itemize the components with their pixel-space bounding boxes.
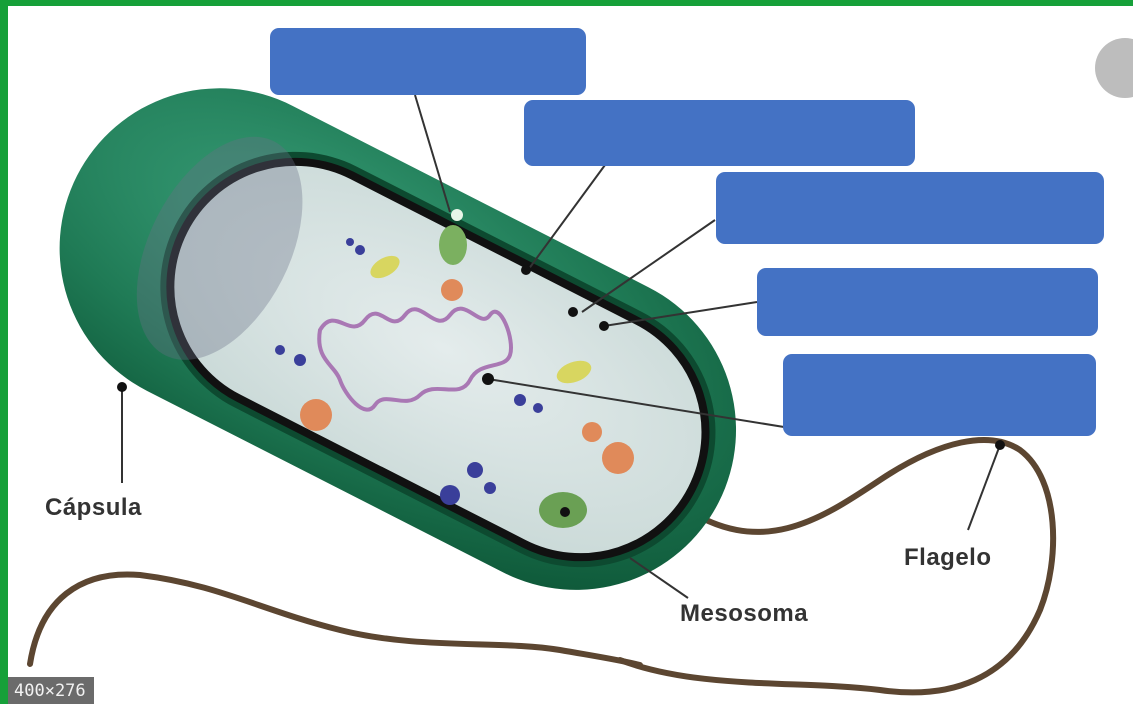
label-mesosoma: Mesosoma [680,600,808,628]
blank-label-box-4[interactable] [757,268,1098,336]
blank-label-box-5[interactable] [783,354,1096,436]
flagellum-bottom [30,574,640,665]
label-flagelo: Flagelo [904,544,992,572]
image-size-badge: 400×276 [8,677,94,704]
blank-label-box-2[interactable] [524,100,915,166]
label-capsula: Cápsula [45,494,142,522]
blank-label-box-1[interactable] [270,28,586,95]
blank-label-box-3[interactable] [716,172,1104,244]
